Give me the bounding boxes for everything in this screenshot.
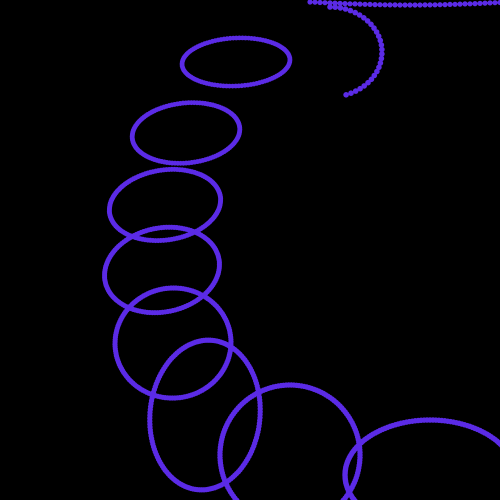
spiral-dot xyxy=(387,2,393,8)
spiral-dot xyxy=(357,449,363,456)
spiral-dot xyxy=(377,60,384,66)
spiral-dot xyxy=(347,7,354,14)
spiral-dot xyxy=(237,123,242,129)
spiral-dot xyxy=(402,2,408,8)
spiral-dot xyxy=(352,1,358,7)
spiral-dot xyxy=(477,0,483,6)
spiral-dot xyxy=(452,1,458,7)
spiral-dot xyxy=(312,0,318,5)
spiral-dot xyxy=(382,2,388,8)
spiral-dot xyxy=(342,6,349,12)
spiral-dot xyxy=(377,2,383,8)
spiral-dot xyxy=(357,85,363,92)
spiral-dot xyxy=(407,2,413,8)
spiral-dot xyxy=(371,72,378,79)
spiral-dot xyxy=(378,55,385,62)
spiral-dot xyxy=(379,46,385,53)
spiral-dot xyxy=(340,497,347,500)
spiral-dot xyxy=(357,1,363,7)
spiral-dot xyxy=(337,5,344,11)
spiral-dot xyxy=(361,14,367,21)
spiral-dot xyxy=(217,192,223,198)
spiral-dot xyxy=(343,92,349,98)
spiral-dot xyxy=(379,51,385,57)
spiral-dot xyxy=(497,0,500,6)
spiral-dot xyxy=(492,0,498,6)
spiral-dot xyxy=(215,254,221,260)
spiral-dot xyxy=(307,0,313,5)
spiral-dot xyxy=(348,90,354,96)
spiral-dot xyxy=(365,79,371,86)
spiral-dot xyxy=(367,1,373,7)
spiral-dot xyxy=(257,414,263,421)
spiral-dot xyxy=(332,0,338,6)
spiral-dot xyxy=(376,64,382,71)
spiral-dot xyxy=(412,2,418,8)
spiral-dot xyxy=(437,2,443,8)
spiral-dot xyxy=(417,2,423,8)
spiral-dot xyxy=(472,1,478,7)
spiral-dot xyxy=(467,1,473,7)
spiral-dot xyxy=(373,29,380,35)
spiral-dot xyxy=(327,4,333,10)
spiral-dot xyxy=(347,1,353,7)
spiral-dot xyxy=(327,0,333,6)
spiral-dot xyxy=(487,0,493,6)
spiral-dot xyxy=(287,55,293,61)
spiral-dot xyxy=(227,332,233,338)
spiral-dot xyxy=(361,83,368,89)
spiral-dot xyxy=(362,1,368,7)
spiral-dot xyxy=(368,21,374,28)
spiral-dot xyxy=(397,2,403,8)
spiral-dot xyxy=(352,9,359,16)
spiral-dot xyxy=(372,2,378,8)
spiral-dot xyxy=(392,2,398,8)
spiral-dot xyxy=(364,18,371,24)
spiral-dots xyxy=(102,0,500,500)
spiral-dot xyxy=(322,0,328,6)
spiral-dot xyxy=(378,42,385,48)
spiral-dot xyxy=(432,2,438,8)
spiral-dot xyxy=(442,2,448,8)
spiral-dot xyxy=(332,4,339,10)
spiral-dot xyxy=(317,0,323,6)
spiral-dot xyxy=(377,37,384,44)
spiral-dot xyxy=(462,1,468,7)
spiral-dot xyxy=(427,2,433,8)
spiral-dot xyxy=(337,0,343,6)
spiral-dot xyxy=(457,1,463,7)
spiral-dot xyxy=(375,33,382,39)
spiral-dot xyxy=(342,1,348,7)
spiral-dot xyxy=(356,12,363,18)
spiral-dot xyxy=(482,0,488,6)
spiral-dot xyxy=(368,76,375,83)
spiral-dot xyxy=(447,1,453,7)
spiral-dot xyxy=(352,88,359,94)
spiral-dot xyxy=(422,2,428,8)
spiral-dot xyxy=(374,68,380,75)
